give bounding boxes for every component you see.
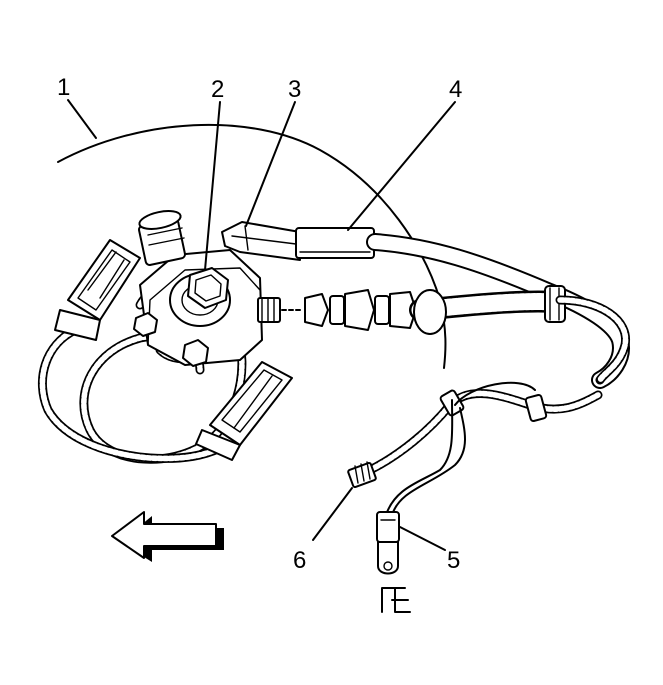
electrical-connector-left (54, 239, 141, 341)
callout-1: 1 (57, 74, 70, 101)
electrical-connector-lower (195, 361, 293, 461)
callout-5: 5 (447, 547, 460, 574)
leader-2 (204, 101, 221, 271)
threaded-fitting (347, 461, 377, 488)
harness-connector-3 (221, 221, 301, 261)
ring-terminal (376, 511, 400, 575)
leader-1 (67, 99, 97, 139)
leader-6 (312, 487, 353, 541)
fuel-outlet-fitting (257, 289, 417, 331)
ground-symbol (381, 587, 411, 613)
bolt-head (133, 312, 158, 337)
leader-3 (245, 101, 296, 227)
sender-cylinder (138, 210, 186, 266)
callout-6: 6 (293, 547, 306, 574)
callout-3: 3 (288, 76, 301, 103)
direction-arrow-left (111, 511, 224, 562)
callout-4: 4 (449, 76, 462, 103)
callout-2: 2 (211, 76, 224, 103)
wiring-harness-lower (365, 388, 603, 475)
leader-4 (347, 101, 456, 231)
ground-wire (454, 381, 536, 406)
bolt-head (182, 339, 209, 367)
pump-hex-nut (187, 267, 229, 309)
leader-5 (399, 526, 446, 551)
